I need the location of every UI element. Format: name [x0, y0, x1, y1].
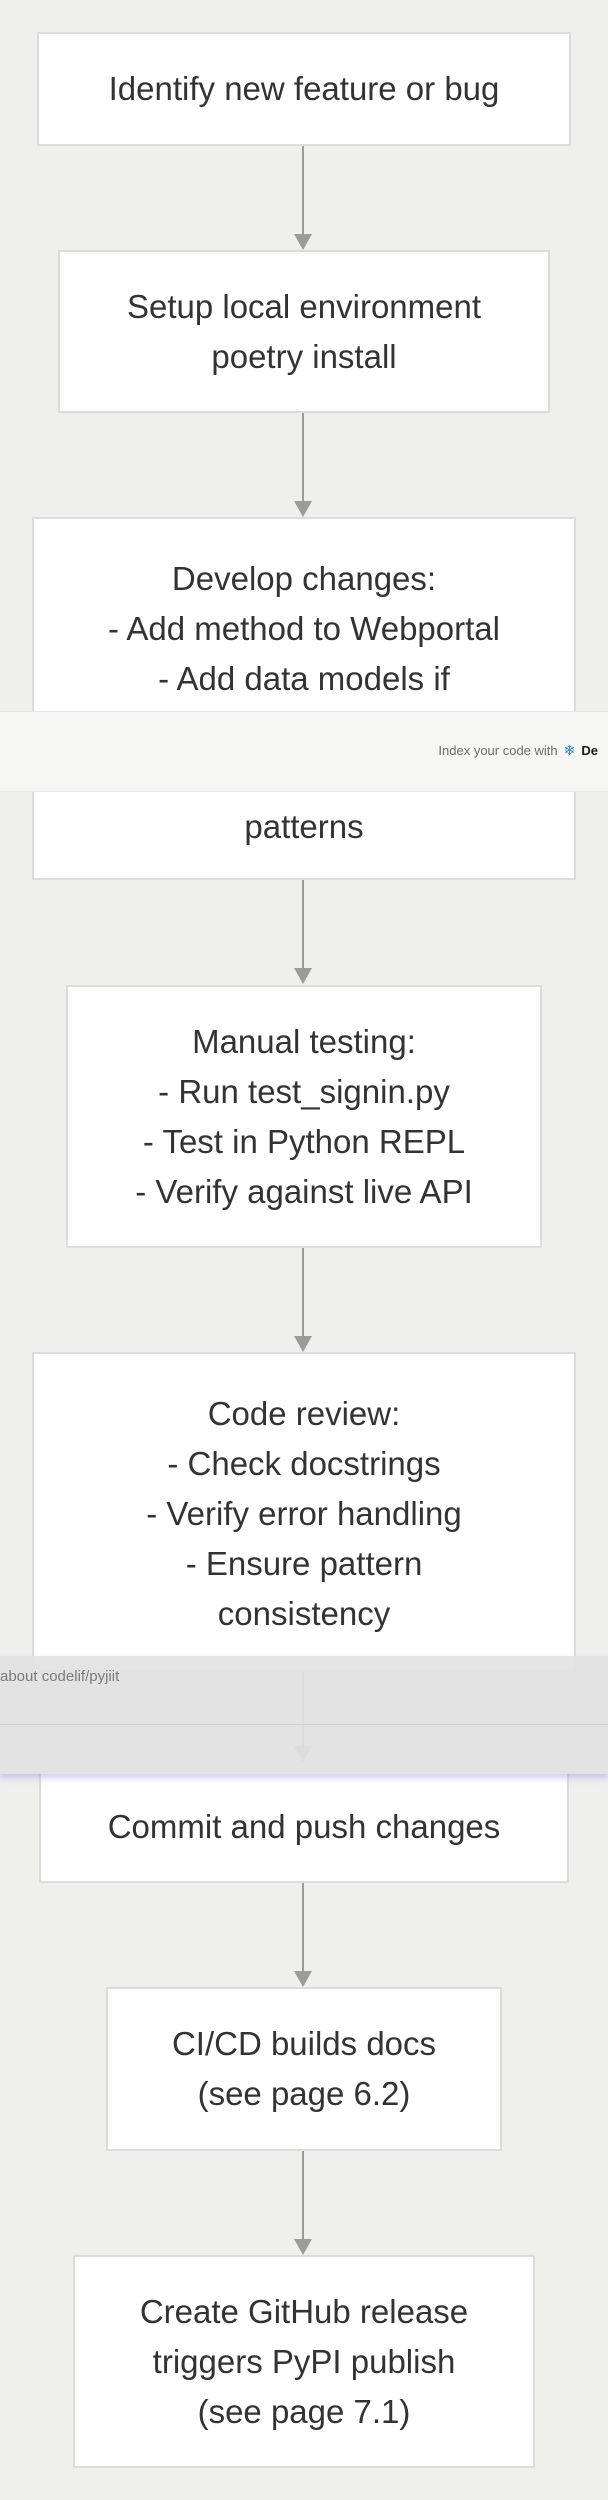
node-label-line: poetry install: [211, 337, 397, 375]
edge-4-5: [302, 1248, 304, 1336]
ask-question-input[interactable]: about codelif/pyjiit: [0, 1656, 608, 1725]
node-code-review: Code review: - Check docstrings - Verify…: [32, 1352, 576, 1672]
arrowhead-3-4: [294, 968, 312, 984]
node-setup-environment: Setup local environment poetry install: [58, 250, 550, 413]
node-develop-changes: Develop changes: - Add method to Webport…: [32, 517, 576, 880]
arrowhead-2-3: [294, 501, 312, 517]
node-label-line: - Ensure pattern: [185, 1545, 423, 1582]
node-label-line: Manual testing:: [192, 1022, 416, 1060]
ask-question-text: about codelif/pyjiit: [0, 1668, 120, 1685]
node-label-line: - Verify against live API: [135, 1172, 473, 1210]
edge-3-4: [302, 880, 304, 968]
node-label-line: - Add data models if: [158, 660, 450, 697]
node-label-line: triggers PyPI publish: [152, 2342, 456, 2380]
brand-name: De: [581, 743, 598, 758]
node-label-line: - Add method to Webportal: [108, 610, 500, 647]
node-label-line: Identify new feature or bug: [108, 70, 500, 107]
arrowhead-6-7: [294, 1971, 312, 1987]
node-label-line: Code review:: [207, 1395, 401, 1432]
node-label-line: - Run test_signin.py: [158, 1072, 450, 1110]
node-label-line: CI/CD builds docs: [171, 2025, 437, 2062]
node-manual-testing: Manual testing: - Run test_signin.py - T…: [66, 985, 542, 1248]
node-identify-feature: Identify new feature or bug: [37, 32, 571, 146]
node-label-line: Develop changes:: [171, 560, 437, 597]
snowflake-icon: ❄: [563, 742, 576, 758]
node-label-line: - Verify error handling: [146, 1495, 462, 1532]
index-code-text: Index your code with: [438, 743, 558, 758]
node-label-line: - Test in Python REPL: [142, 1122, 466, 1160]
node-label-line: (see page 6.2): [197, 2075, 411, 2112]
arrowhead-1-2: [294, 234, 312, 250]
node-label-line: - Check docstrings: [167, 1445, 441, 1482]
node-commit-push: Commit and push changes: [39, 1770, 569, 1883]
node-label-line: patterns: [244, 808, 364, 845]
arrowhead-4-5: [294, 1336, 312, 1352]
node-label-line: Setup local environment: [126, 287, 482, 325]
edge-7-8: [302, 2151, 304, 2239]
node-label-line: (see page 7.1): [197, 2392, 411, 2430]
edge-1-2: [302, 146, 304, 234]
ask-question-banner: about codelif/pyjiit: [0, 1656, 608, 1774]
arrowhead-7-8: [294, 2239, 312, 2255]
node-github-release: Create GitHub release triggers PyPI publ…: [73, 2255, 535, 2468]
index-code-banner: Index your code with ❄ De: [0, 711, 608, 792]
node-label-line: Commit and push changes: [107, 1807, 501, 1845]
edge-6-7: [302, 1883, 304, 1971]
index-code-link[interactable]: Index your code with ❄ De: [438, 742, 598, 759]
node-ci-cd-docs: CI/CD builds docs (see page 6.2): [106, 1987, 502, 2151]
node-label-line: consistency: [217, 1595, 391, 1632]
node-label-line: Create GitHub release: [139, 2292, 469, 2330]
edge-2-3: [302, 413, 304, 501]
